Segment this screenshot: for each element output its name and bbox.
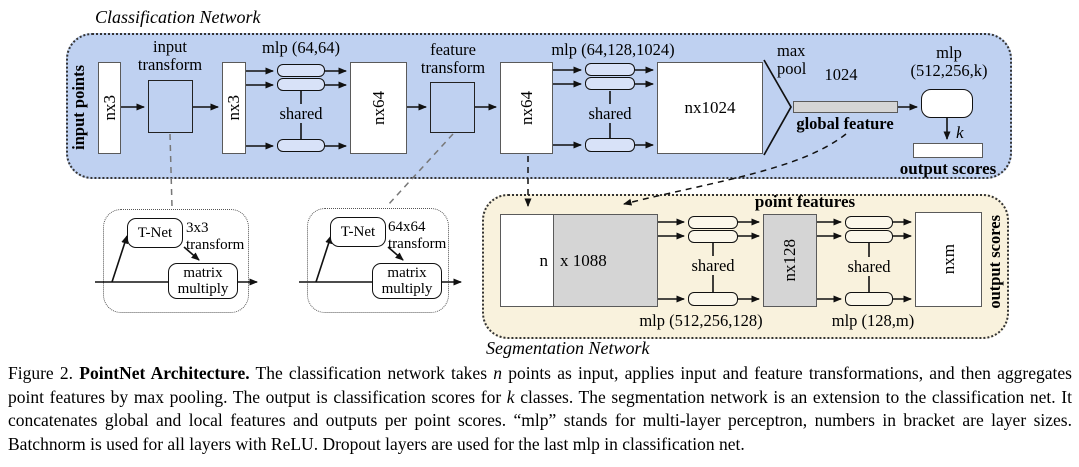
shared-label: shared [581, 104, 639, 123]
tnet2-matrix-multiply-box: matrix multiply [372, 263, 442, 299]
nx64-box-1: nx64 [350, 62, 407, 154]
input-transform-box [148, 80, 193, 133]
feature-tnet-subpanel [307, 208, 449, 313]
feature-concat-links [524, 133, 847, 207]
tnet1-box: T-Net [127, 218, 183, 248]
mlp-layer-box [845, 230, 893, 243]
mlp-layer-box [585, 63, 635, 76]
shared-label: shared [272, 104, 330, 123]
classification-output-scores-box [913, 143, 983, 158]
bar-size-label: 1024 [824, 65, 858, 84]
k-classes-label: k [956, 123, 964, 142]
mlp-layer-box [585, 138, 635, 152]
transform-detail-links [169, 133, 454, 208]
nx3-box-2: nx3 [222, 62, 246, 154]
mlp-layer-box [277, 139, 325, 152]
classification-output-scores-label: output scores [899, 159, 997, 178]
shared-label: shared [684, 256, 742, 275]
mlp-512-256-128-label: mlp (512,256,128) [639, 311, 763, 330]
input-tnet-subpanel [103, 209, 249, 313]
mlp-layer-box [845, 216, 893, 229]
tnet2-arrows [299, 235, 462, 286]
nx1024-box: nx1024 [657, 62, 763, 154]
tnet2-transform-label: 64x64 transform [388, 219, 447, 252]
connector-lines [95, 59, 951, 303]
tnet2-box: T-Net [330, 217, 386, 247]
input-points-label: input points [69, 64, 88, 150]
mlp-layer-box [845, 292, 893, 306]
feature-transform-box [430, 82, 475, 133]
segmentation-network-title: Segmentation Network [486, 338, 650, 358]
figure-caption: Figure 2. PointNet Architecture. The cla… [8, 363, 1072, 454]
n-points-box: n [500, 214, 554, 307]
x1088-feature-box: x 1088 [553, 214, 658, 307]
mlp-512-256-k-label: mlp (512,256,k) [910, 43, 988, 81]
classification-network-title: Classification Network [95, 7, 261, 27]
mlp-layer-box [277, 64, 325, 77]
tnet1-transform-label: 3x3 transform [186, 220, 245, 253]
tnet1-arrows [95, 235, 258, 286]
classification-arrows [120, 66, 951, 150]
mlp-layer-box [688, 230, 738, 243]
max-pool-triangle [763, 59, 792, 156]
shared-label: shared [840, 257, 898, 276]
nx3-box-1: nx3 [98, 62, 121, 154]
global-feature-bar [793, 101, 898, 113]
nxm-box: nxm [915, 212, 982, 307]
mlp-layer-box [277, 78, 325, 91]
mlp-64-64-label: mlp (64,64) [262, 38, 340, 57]
input-transform-label: input transform [137, 37, 203, 75]
mlp-128-m-label: mlp (128,m) [831, 311, 915, 330]
nx128-box: nx128 [763, 214, 817, 307]
mlp-layer-box [688, 216, 738, 229]
mlp-layer-box [688, 292, 738, 306]
global-feature-label: global feature [796, 114, 894, 133]
segmentation-output-scores-label: output scores [985, 215, 1004, 309]
mlp-64-128-1024-label: mlp (64,128,1024) [551, 40, 675, 59]
nx64-box-2: nx64 [500, 62, 553, 154]
tnet1-matrix-multiply-box: matrix multiply [168, 263, 238, 299]
max-pool-label: max pool [777, 41, 807, 79]
point-features-label: point features [754, 192, 856, 211]
mlp-layer-box [585, 77, 635, 90]
feature-transform-label: feature transform [420, 40, 486, 78]
mlp-512-256-k-box [921, 89, 973, 118]
